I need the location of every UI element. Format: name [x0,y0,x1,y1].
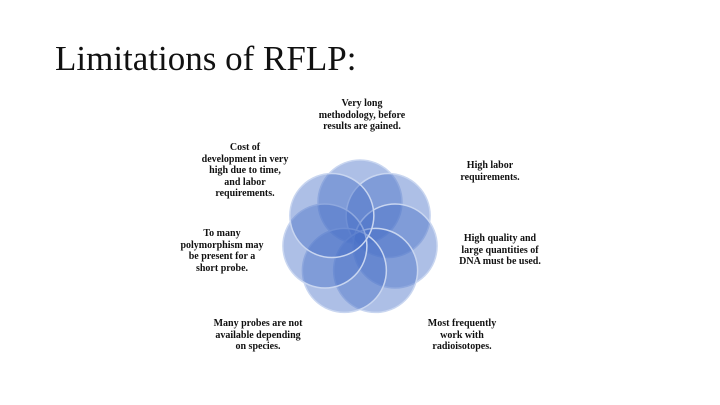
item-polymorphism: To many polymorphism may be present for … [180,228,264,274]
item-cost: Cost of development in very high due to … [201,142,289,199]
item-high-labor: High labor requirements. [460,160,520,183]
flower-petal [332,227,419,314]
slide-title: Limitations of RFLP: [55,39,357,78]
item-long-methodology: Very long methodology, before results ar… [318,98,406,132]
item-dna-quality: High quality and large quantities of DNA… [459,233,541,267]
item-probes-availability: Many probes are not available depending … [213,318,303,352]
flower-petal [352,203,438,289]
flower-petal [317,159,403,245]
flower-petal [345,172,431,259]
flower-petal [301,227,388,314]
item-radioisotopes: Most frequently work with radioisotopes. [427,318,497,352]
flower-petal [282,203,368,289]
flower-petal [289,172,375,259]
